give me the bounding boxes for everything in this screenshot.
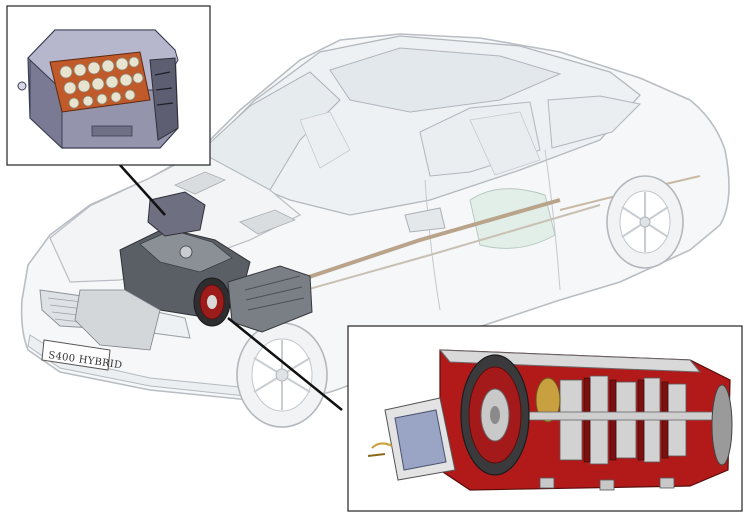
hood-vent-right bbox=[239, 209, 296, 235]
door-line bbox=[424, 179, 441, 311]
drivetrain bbox=[74, 191, 601, 351]
transmission-fins bbox=[244, 275, 305, 311]
fuel-tank bbox=[469, 188, 556, 249]
exhaust-line bbox=[269, 204, 601, 301]
front-wheel bbox=[236, 322, 328, 428]
side-mirror bbox=[404, 207, 446, 233]
battery-inset bbox=[6, 5, 211, 166]
lithium-ion-battery-icon bbox=[17, 29, 179, 150]
engine-lower bbox=[74, 289, 161, 351]
wheels bbox=[236, 175, 684, 428]
battery-unit bbox=[147, 191, 206, 237]
hybrid-transmission-cutaway-icon bbox=[367, 349, 733, 491]
electric-motor bbox=[193, 277, 231, 327]
interior-seat bbox=[299, 111, 351, 169]
hood-vent-left bbox=[174, 171, 227, 195]
callout-lines bbox=[119, 164, 343, 411]
transmission-callout-line bbox=[227, 317, 343, 411]
engine-emblem bbox=[179, 245, 193, 259]
battery-callout-line bbox=[119, 164, 166, 216]
drive-shaft bbox=[299, 198, 561, 282]
side-window-rear bbox=[547, 95, 642, 149]
interior-seat bbox=[469, 111, 541, 176]
door-line bbox=[544, 149, 561, 291]
rear-wheel bbox=[606, 175, 684, 269]
sunroof bbox=[329, 47, 562, 113]
transmission-inset bbox=[347, 325, 743, 512]
